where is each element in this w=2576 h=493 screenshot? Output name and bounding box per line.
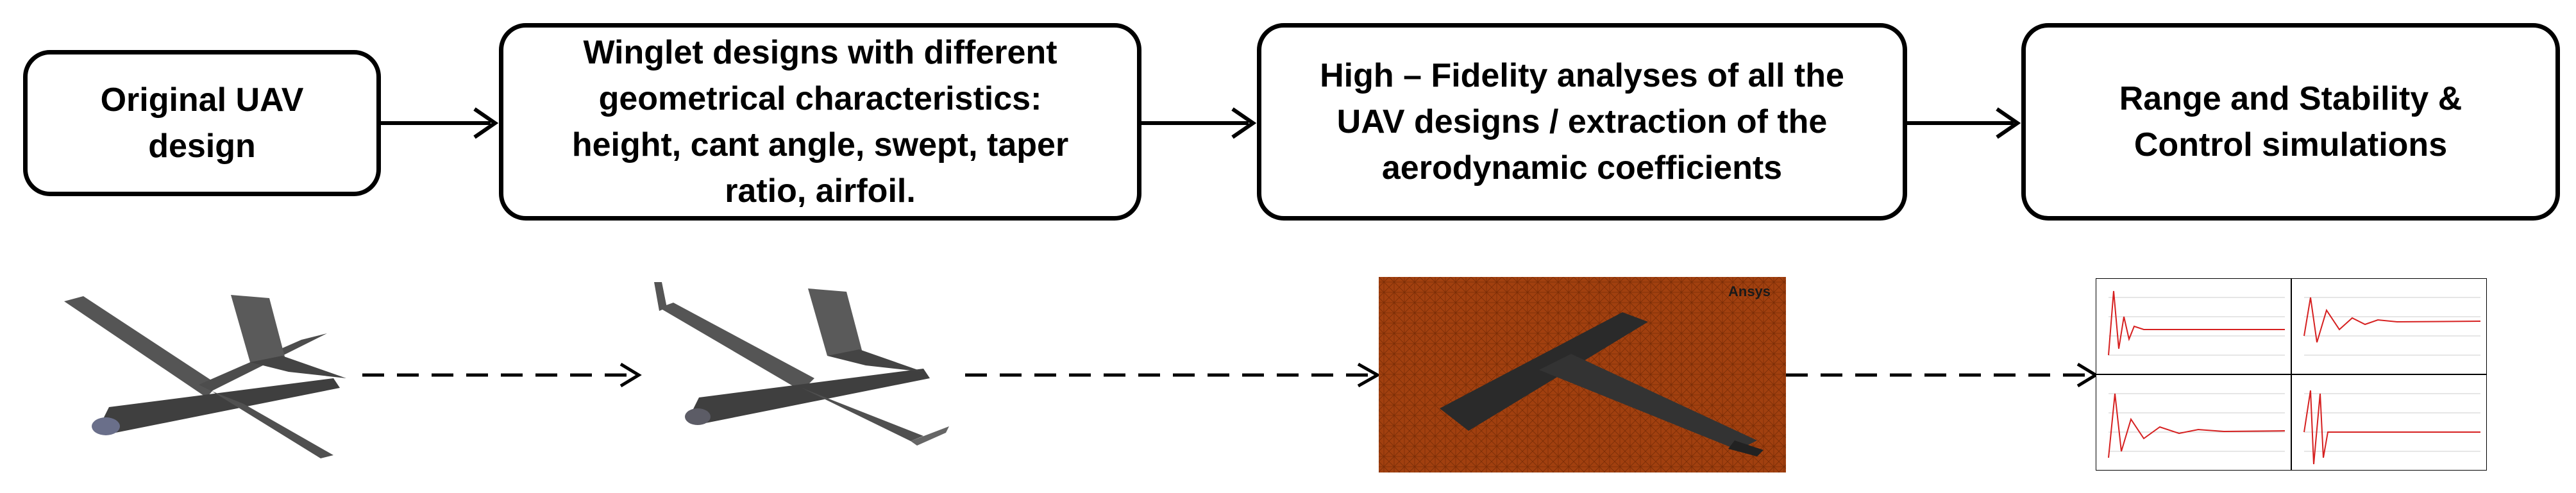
step-label: Original UAV design	[100, 81, 304, 165]
arrowhead	[1357, 362, 1381, 388]
simulation-plots-image	[2096, 278, 2487, 471]
uav-fuselage	[693, 369, 930, 423]
uav-tail-plane	[827, 349, 923, 372]
uav-nose	[92, 417, 120, 435]
cfd-aircraft-tail	[1728, 440, 1764, 456]
plot-curve-1	[2108, 290, 2285, 356]
step-original-uav-design: Original UAV design	[23, 50, 381, 196]
arrowhead	[1996, 107, 2021, 139]
cfd-mesh-image: Ansys	[1379, 277, 1786, 472]
uav-fuselage	[103, 378, 340, 433]
uav-winglet-image	[654, 282, 949, 446]
cfd-aircraft-body	[1539, 354, 1757, 450]
plot-curve-3	[2108, 393, 2286, 458]
arrowhead	[473, 107, 499, 139]
uav-tail-plane	[250, 356, 346, 378]
plot-curve-4	[2303, 390, 2480, 465]
uav-tail-fin	[808, 288, 863, 356]
ansys-logo: Ansys	[1728, 283, 1771, 299]
step-label: Winglet designs with different geometric…	[571, 34, 1069, 210]
step-winglet-designs: Winglet designs with different geometric…	[499, 23, 1141, 221]
uav-rear-wing	[212, 391, 333, 458]
uav-nose	[685, 408, 711, 425]
step-range-stability-control: Range and Stability & Control simulation…	[2021, 23, 2560, 221]
uav-rear-wing	[802, 388, 923, 441]
uav-left-wing	[64, 296, 218, 397]
step-label: High – Fidelity analyses of all the UAV …	[1320, 57, 1844, 187]
plot-curve-2	[2303, 297, 2481, 343]
arrowhead	[619, 362, 642, 388]
uav-left-wing	[659, 303, 814, 391]
uav-right-winglet	[911, 426, 949, 446]
step-label: Range and Stability & Control simulation…	[2119, 80, 2462, 163]
arrowhead	[1231, 107, 1257, 139]
uav-left-winglet	[654, 282, 667, 311]
uav-tail-fin	[231, 295, 285, 362]
uav-original-image	[64, 295, 346, 458]
step-high-fidelity-analyses: High – Fidelity analyses of all the UAV …	[1257, 23, 1907, 221]
